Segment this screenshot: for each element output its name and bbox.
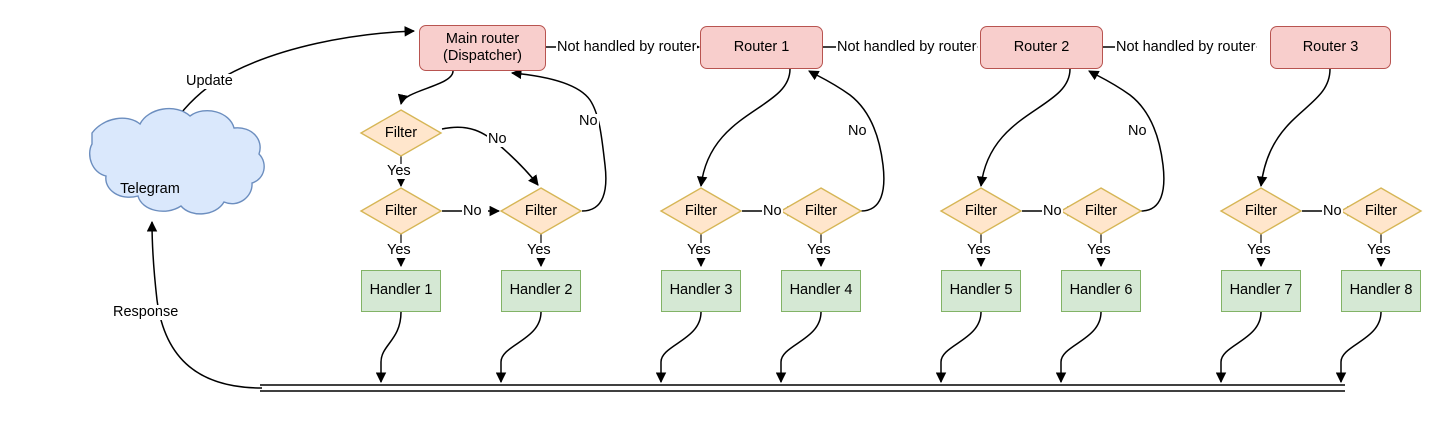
- filter-a3-shape: [499, 187, 583, 235]
- filter-b2-label: Filter: [804, 203, 838, 219]
- edge-label-not-handled-1: Not handled by router: [556, 39, 698, 55]
- handler-3-label: Handler 3: [669, 282, 733, 299]
- filter-c1-label: Filter: [964, 203, 998, 219]
- edge-h1-bus: [375, 311, 402, 384]
- edge-c-router-to-f1: [976, 68, 1071, 188]
- edge-label-a-yes-3: Yes: [526, 242, 552, 258]
- edge-label-b-yes-1: Yes: [686, 242, 712, 258]
- telegram-cloud-shape: [88, 108, 265, 215]
- filter-d1-label: Filter: [1244, 203, 1278, 219]
- handler-4-label: Handler 4: [789, 282, 853, 299]
- handler-7[interactable]: Handler 7: [1221, 270, 1301, 312]
- edge-label-not-handled-2: Not handled by router: [836, 39, 978, 55]
- handler-2[interactable]: Handler 2: [501, 270, 581, 312]
- filter-c2[interactable]: Filter: [1061, 188, 1141, 234]
- handler-2-label: Handler 2: [509, 282, 573, 299]
- filter-d1-shape: [1219, 187, 1303, 235]
- edge-label-a-no-right: No: [578, 113, 599, 129]
- router-1-label: Router 1: [733, 38, 790, 55]
- edge-label-not-handled-3: Not handled by router: [1115, 39, 1257, 55]
- router-3-label: Router 3: [1302, 38, 1359, 55]
- edge-label-b-no-mid: No: [762, 203, 783, 219]
- handler-1-label: Handler 1: [369, 282, 433, 299]
- filter-a3[interactable]: Filter: [501, 188, 581, 234]
- router-1[interactable]: Router 1: [700, 26, 823, 69]
- edge-label-a-yes-2: Yes: [386, 242, 412, 258]
- edge-label-b-yes-2: Yes: [806, 242, 832, 258]
- handler-6-label: Handler 6: [1069, 282, 1133, 299]
- edge-h8-bus: [1335, 311, 1382, 384]
- edge-label-response: Response: [112, 304, 180, 320]
- edge-h4-bus: [775, 311, 822, 384]
- edge-b-router-to-f1: [696, 68, 791, 188]
- filter-d2[interactable]: Filter: [1341, 188, 1421, 234]
- filter-d2-label: Filter: [1364, 203, 1398, 219]
- edge-label-d-yes-2: Yes: [1366, 242, 1392, 258]
- filter-b2[interactable]: Filter: [781, 188, 861, 234]
- edge-label-c-yes-1: Yes: [966, 242, 992, 258]
- edge-label-update: Update: [185, 73, 234, 89]
- edge-label-c-no-right: No: [1127, 123, 1148, 139]
- edge-h7-bus: [1215, 311, 1262, 384]
- edge-a-f3-no-return: [510, 68, 607, 212]
- filter-a1-shape: [359, 109, 443, 157]
- edge-label-c-yes-2: Yes: [1086, 242, 1112, 258]
- edge-label-a-no-top: No: [487, 131, 508, 147]
- handler-4[interactable]: Handler 4: [781, 270, 861, 312]
- handler-8-label: Handler 8: [1349, 282, 1413, 299]
- handler-1[interactable]: Handler 1: [361, 270, 441, 312]
- filter-a2[interactable]: Filter: [361, 188, 441, 234]
- edge-h3-bus: [655, 311, 702, 384]
- edge-label-d-no-mid: No: [1322, 203, 1343, 219]
- edge-label-a-no-mid: No: [462, 203, 483, 219]
- handler-5[interactable]: Handler 5: [941, 270, 1021, 312]
- edge-b-f2-no-return: [808, 70, 885, 212]
- filter-diamond-shapes: [359, 109, 1423, 235]
- telegram-cloud-label: Telegram: [120, 181, 180, 197]
- filter-a3-label: Filter: [524, 203, 558, 219]
- edge-label-d-yes-1: Yes: [1246, 242, 1272, 258]
- router-main-label-line1: Main router: [445, 30, 520, 47]
- edge-h6-bus: [1055, 311, 1102, 384]
- edge-h5-bus: [935, 311, 982, 384]
- router-main-dispatcher[interactable]: Main router (Dispatcher): [419, 25, 546, 71]
- filter-a1-label: Filter: [384, 125, 418, 141]
- filter-c2-shape: [1059, 187, 1143, 235]
- router-main-label-line2: (Dispatcher): [443, 48, 522, 64]
- edge-h2-bus: [495, 311, 542, 384]
- router-2[interactable]: Router 2: [980, 26, 1103, 69]
- edge-label-b-no-right: No: [847, 123, 868, 139]
- handler-5-label: Handler 5: [949, 282, 1013, 299]
- handler-7-label: Handler 7: [1229, 282, 1293, 299]
- router-2-label: Router 2: [1013, 38, 1070, 55]
- filter-c1[interactable]: Filter: [941, 188, 1021, 234]
- filter-d1[interactable]: Filter: [1221, 188, 1301, 234]
- edge-label-c-no-mid: No: [1042, 203, 1063, 219]
- edge-label-a-yes-1: Yes: [386, 163, 412, 179]
- edge-c-f2-no-return: [1088, 70, 1165, 212]
- handler-3[interactable]: Handler 3: [661, 270, 741, 312]
- router-3[interactable]: Router 3: [1270, 26, 1391, 69]
- filter-d2-shape: [1339, 187, 1423, 235]
- filter-c2-label: Filter: [1084, 203, 1118, 219]
- edge-d-router-to-f1: [1256, 68, 1331, 188]
- filter-a2-label: Filter: [384, 203, 418, 219]
- filter-b2-shape: [779, 187, 863, 235]
- edge-a-router-to-f1: [397, 70, 454, 106]
- filter-b1-label: Filter: [684, 203, 718, 219]
- filter-a2-shape: [359, 187, 443, 235]
- handler-8[interactable]: Handler 8: [1341, 270, 1421, 312]
- handler-6[interactable]: Handler 6: [1061, 270, 1141, 312]
- filter-b1[interactable]: Filter: [661, 188, 741, 234]
- filter-c1-shape: [939, 187, 1023, 235]
- filter-a1[interactable]: Filter: [361, 110, 441, 156]
- filter-b1-shape: [659, 187, 743, 235]
